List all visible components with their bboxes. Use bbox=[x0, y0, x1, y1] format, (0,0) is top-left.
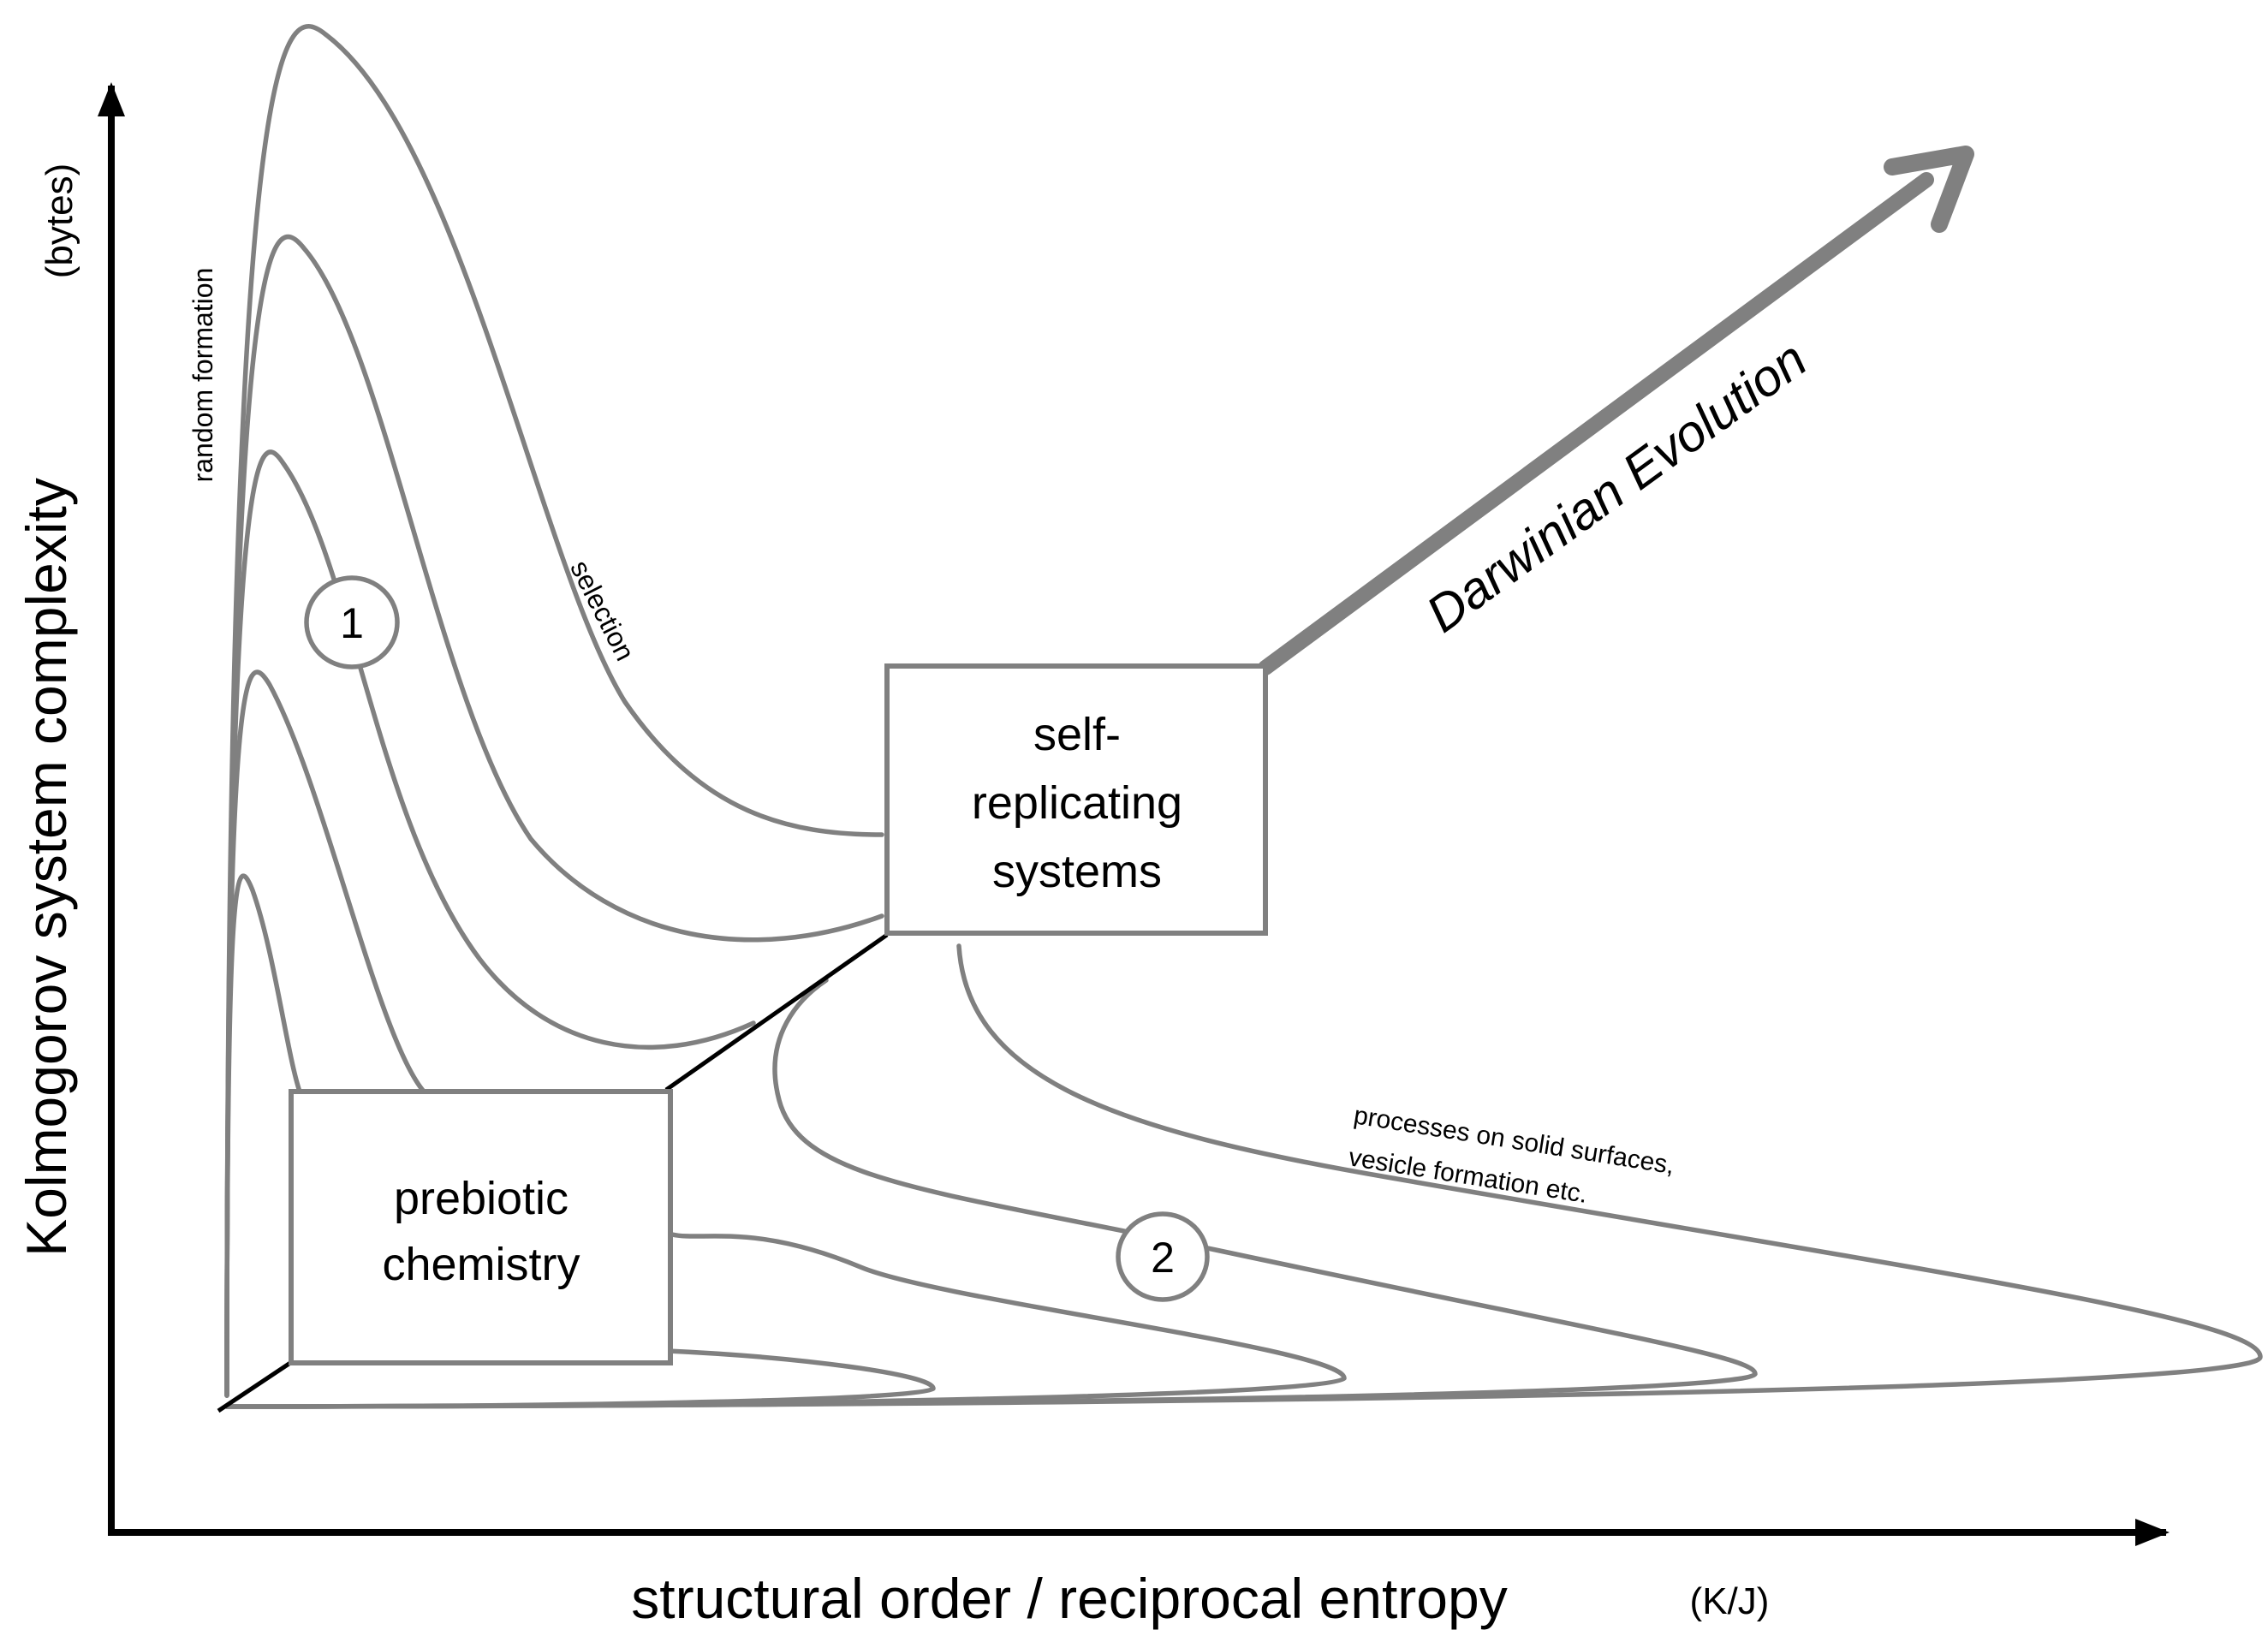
curve-group bbox=[224, 24, 2263, 1409]
connector-lines bbox=[217, 932, 889, 1413]
evolution-arrow bbox=[1258, 146, 1974, 675]
prebiotic-box: prebiotic chemistry bbox=[289, 1089, 673, 1365]
self-replicating-label-line1: self- bbox=[1033, 709, 1121, 760]
axes bbox=[98, 82, 2170, 1546]
connector-origin bbox=[217, 1359, 295, 1413]
evolution-arrow-shaft bbox=[1258, 172, 1934, 675]
x-axis-unit: (K/J) bbox=[1690, 1580, 1770, 1622]
curve-5 bbox=[224, 873, 302, 1398]
self-replicating-label-line2: replicating bbox=[972, 777, 1182, 829]
self-replicating-box: self- replicating systems bbox=[884, 663, 1268, 936]
marker-2-circle bbox=[1116, 1211, 1210, 1302]
selection-label: selection bbox=[564, 556, 640, 666]
marker-2-label: 2 bbox=[1151, 1234, 1175, 1282]
curve-9 bbox=[224, 943, 2263, 1409]
darwinian-evolution-label: Darwinian Evolution bbox=[1416, 330, 1817, 643]
y-axis-title: Kolmogorov system complexity bbox=[15, 478, 78, 1257]
self-replicating-label-line3: systems bbox=[992, 846, 1162, 897]
prebiotic-label-line1: prebiotic bbox=[394, 1173, 568, 1224]
prebiotic-box-frame bbox=[289, 1089, 673, 1365]
marker-2: 2 bbox=[1116, 1211, 1210, 1302]
connector-boxes bbox=[664, 932, 889, 1092]
prebiotic-label-line2: chemistry bbox=[382, 1239, 580, 1290]
marker-1-label: 1 bbox=[340, 599, 364, 647]
evolution-arrow-head bbox=[1884, 146, 1974, 233]
y-axis-unit: (bytes) bbox=[39, 164, 80, 278]
marker-1: 1 bbox=[304, 575, 400, 669]
curve-1 bbox=[224, 24, 884, 1398]
marker-1-circle bbox=[304, 575, 400, 669]
random-formation-label: random formation bbox=[188, 268, 218, 483]
curve-2 bbox=[224, 234, 884, 1398]
self-replicating-box-frame bbox=[884, 663, 1268, 936]
x-axis-title: structural order / reciprocal entropy bbox=[631, 1567, 1507, 1630]
curve-3 bbox=[224, 449, 756, 1398]
